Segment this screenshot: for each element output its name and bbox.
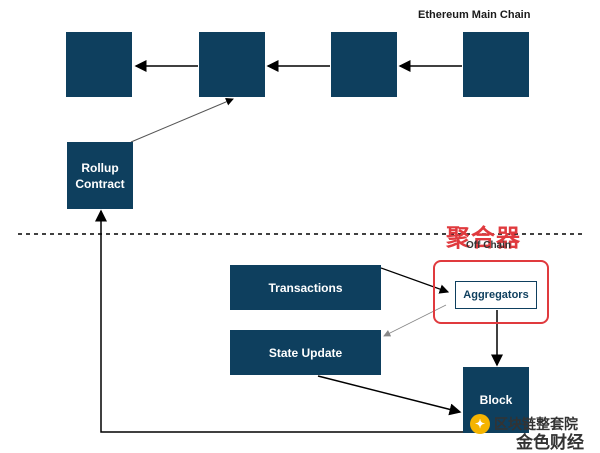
watermark: ✦ 区块链整套院 <box>470 414 578 434</box>
state-update-to-block-arrow <box>317 375 462 416</box>
chain-block-3 <box>331 32 397 97</box>
block-to-rollup-arrow <box>95 209 463 433</box>
offchain-label: Off Chain <box>466 240 511 251</box>
aggregator-highlight-frame <box>433 260 549 324</box>
main-chain-title: Ethereum Main Chain <box>418 9 531 21</box>
chain-block-2 <box>199 32 265 97</box>
aggregator-cn-label: 聚合器 <box>446 224 521 252</box>
rollup-to-chain-arrow <box>130 98 234 143</box>
aggregators-box: Aggregators <box>455 281 537 309</box>
watermark-line2: 金色财经 <box>516 433 584 453</box>
watermark-logo-icon: ✦ <box>470 414 490 434</box>
watermark-line1: 区块链整套院 <box>494 417 578 433</box>
transactions-box: Transactions <box>230 265 381 310</box>
chain-block-4 <box>463 32 529 97</box>
transactions-to-aggregators-arrow <box>380 267 450 294</box>
chain-block-1 <box>66 32 132 97</box>
state-update-box: State Update <box>230 330 381 375</box>
rollup-contract: Rollup Contract <box>67 142 133 209</box>
aggregators-to-state-update-arrow <box>383 304 447 337</box>
